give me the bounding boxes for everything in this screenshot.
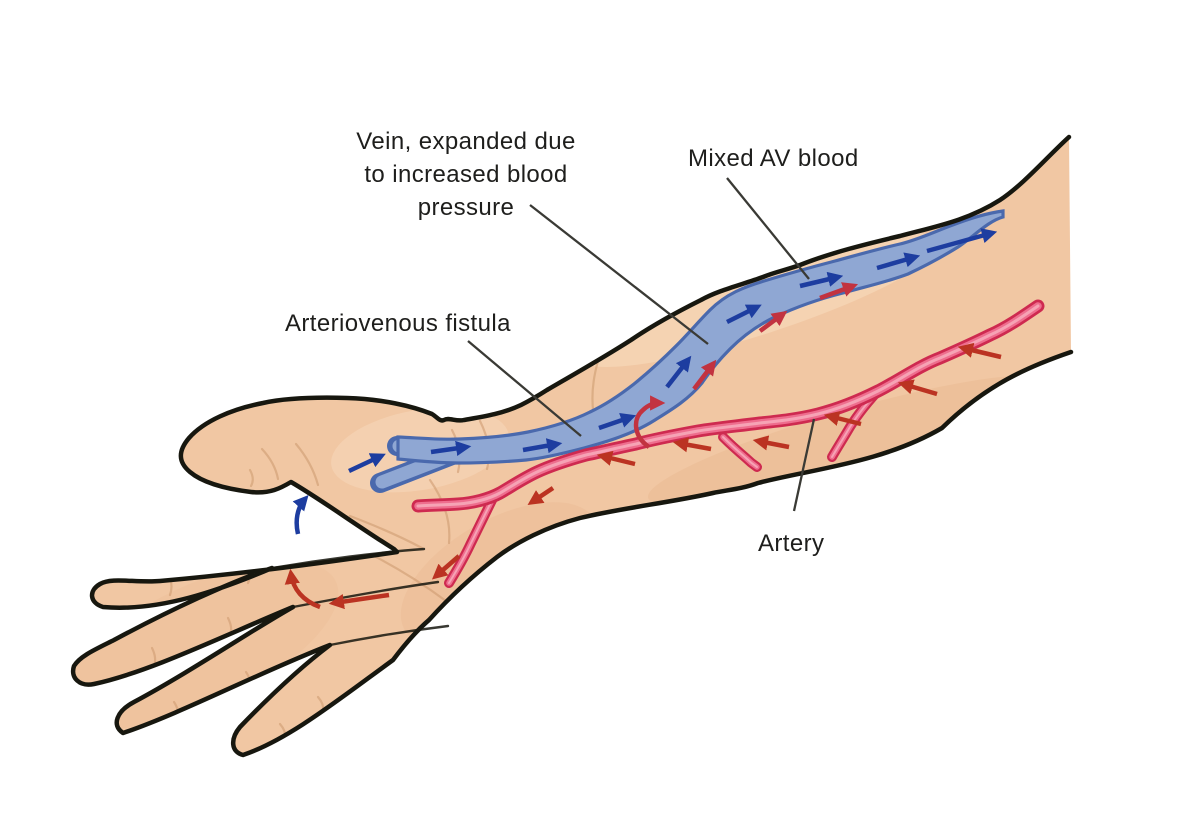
arterial-flow-arrows <box>284 342 1002 610</box>
artery-main-highlight <box>416 304 1040 508</box>
blue-flow-arrow <box>876 252 921 271</box>
blue-flow-arrow <box>799 271 844 289</box>
label-artery: Artery <box>758 530 824 557</box>
red-vein-arrow <box>692 359 717 391</box>
artery-main <box>411 299 1045 513</box>
label-vein-line2: to increased blood <box>364 161 567 188</box>
red-artery-arrow <box>527 486 555 505</box>
label-vein-line3: pressure <box>418 194 515 221</box>
red-artery-arrow <box>596 450 636 467</box>
blue-flow-arrow <box>430 440 472 456</box>
gap-crease <box>328 624 450 647</box>
thumb-crease <box>248 468 254 488</box>
crease <box>260 447 280 481</box>
crease <box>428 478 451 545</box>
red-artery-arrow <box>897 379 938 397</box>
artery-branch-highlight <box>448 493 496 584</box>
leader-fistula <box>467 340 582 437</box>
artery-branch-palm <box>444 489 500 588</box>
red-artery-arrow <box>752 435 790 451</box>
artery-branch-highlight <box>722 436 758 468</box>
blue-flow-arrow <box>665 355 692 389</box>
red-artery-arrow <box>672 437 712 453</box>
label-arteriovenous-fistula: Arteriovenous fistula <box>285 310 511 337</box>
red-artery-arrow <box>284 568 321 610</box>
labels: Vein, expanded due to increased blood pr… <box>285 128 859 557</box>
red-artery-arrow <box>431 554 461 580</box>
fistula-uturn-arrow <box>633 395 666 449</box>
venous-flow-arrows <box>292 228 998 535</box>
blue-flow-arrow <box>348 453 386 474</box>
red-artery-arrow <box>957 342 1002 360</box>
blue-flow-arrow <box>522 438 563 454</box>
leader-mixed-av <box>726 177 810 280</box>
crease <box>294 442 320 487</box>
artery <box>411 299 1045 588</box>
blue-flow-arrow <box>292 494 309 535</box>
blue-flow-arrow <box>926 228 998 254</box>
artery-branch-fistula <box>718 432 762 472</box>
leader-lines <box>467 177 816 512</box>
mixed-blood-arrows <box>633 282 859 449</box>
red-artery-arrow <box>823 410 862 427</box>
leader-artery <box>792 418 816 512</box>
red-vein-arrow <box>758 310 788 333</box>
blue-flow-arrow <box>725 304 762 325</box>
leader-vein <box>529 204 709 345</box>
shadow-forearm <box>647 375 1053 505</box>
red-artery-arrow <box>328 592 390 610</box>
label-vein-line1: Vein, expanded due <box>356 128 575 155</box>
blue-flow-arrow <box>598 412 637 431</box>
label-mixed-av-blood: Mixed AV blood <box>688 145 859 172</box>
crease <box>348 514 424 550</box>
red-vein-arrow <box>819 282 859 301</box>
